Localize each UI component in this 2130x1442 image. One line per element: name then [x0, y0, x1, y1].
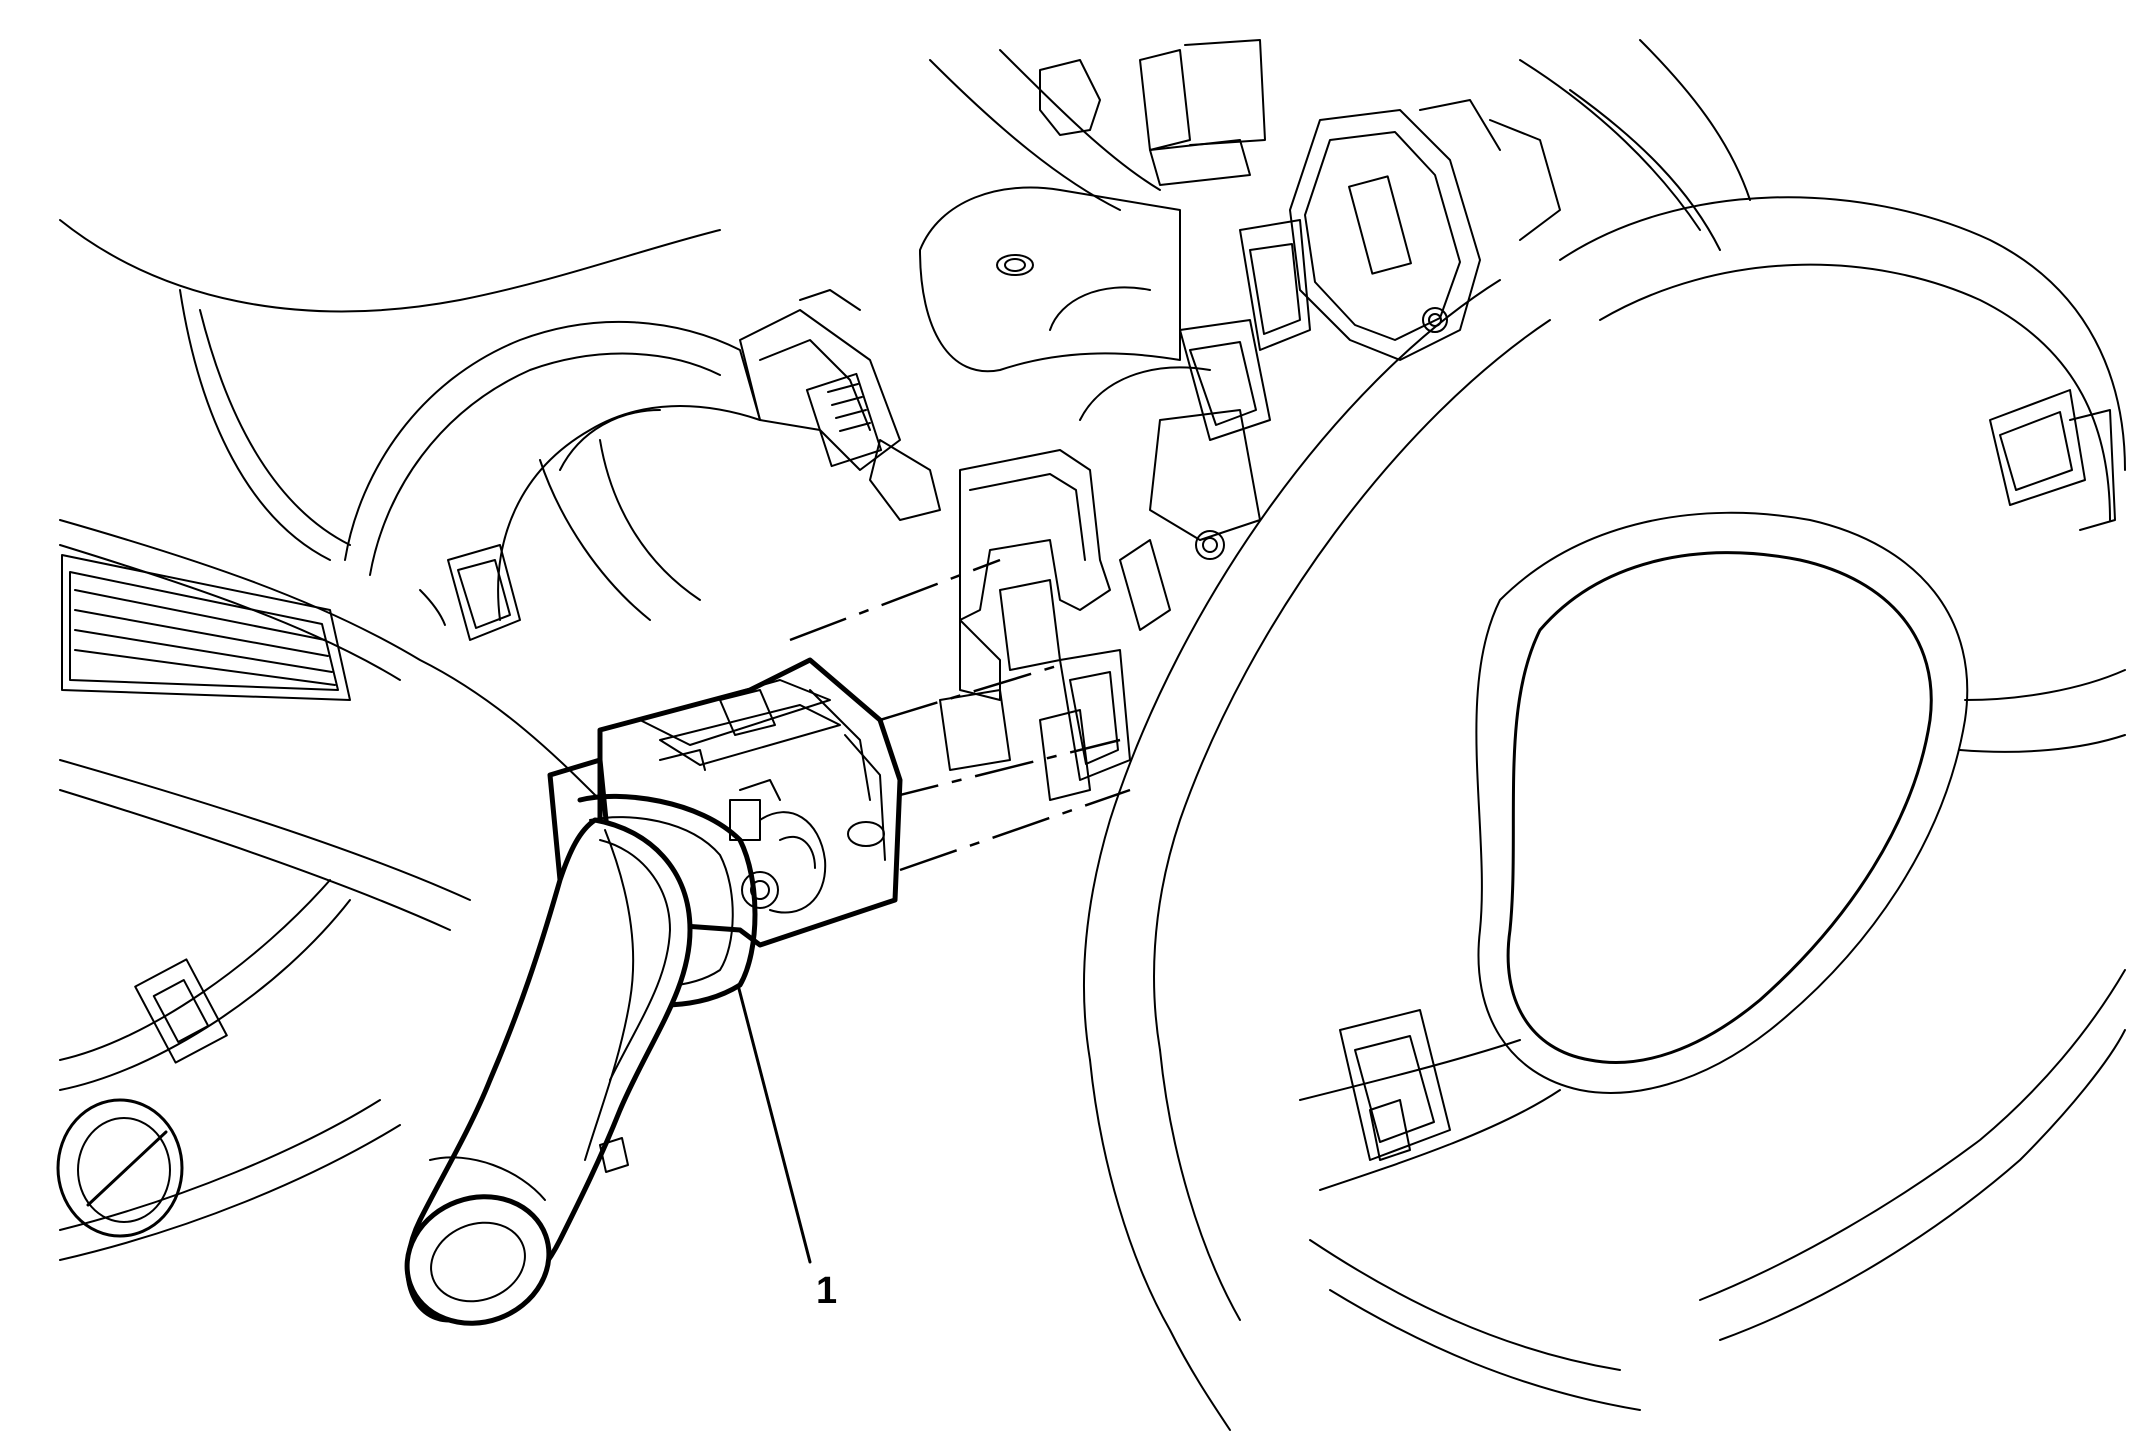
callout-1-label: 1 — [816, 1270, 838, 1312]
upper-column-housing — [919, 39, 1266, 421]
lower-dash-panel — [56, 759, 471, 1261]
column-shroud — [344, 320, 761, 641]
air-vent-left — [61, 554, 351, 701]
turn-signal-multifunction-switch — [404, 657, 903, 1326]
ignition-lock-bracket — [739, 289, 941, 521]
switch-mounting-bracket — [939, 449, 1171, 801]
callout-1-leader-line — [736, 983, 812, 1264]
clock-spring-assembly — [1149, 99, 1561, 560]
steering-wheel — [1083, 196, 2126, 1431]
installation-alignment-lines — [789, 558, 1131, 872]
dashboard-upper-panel — [59, 39, 1751, 801]
